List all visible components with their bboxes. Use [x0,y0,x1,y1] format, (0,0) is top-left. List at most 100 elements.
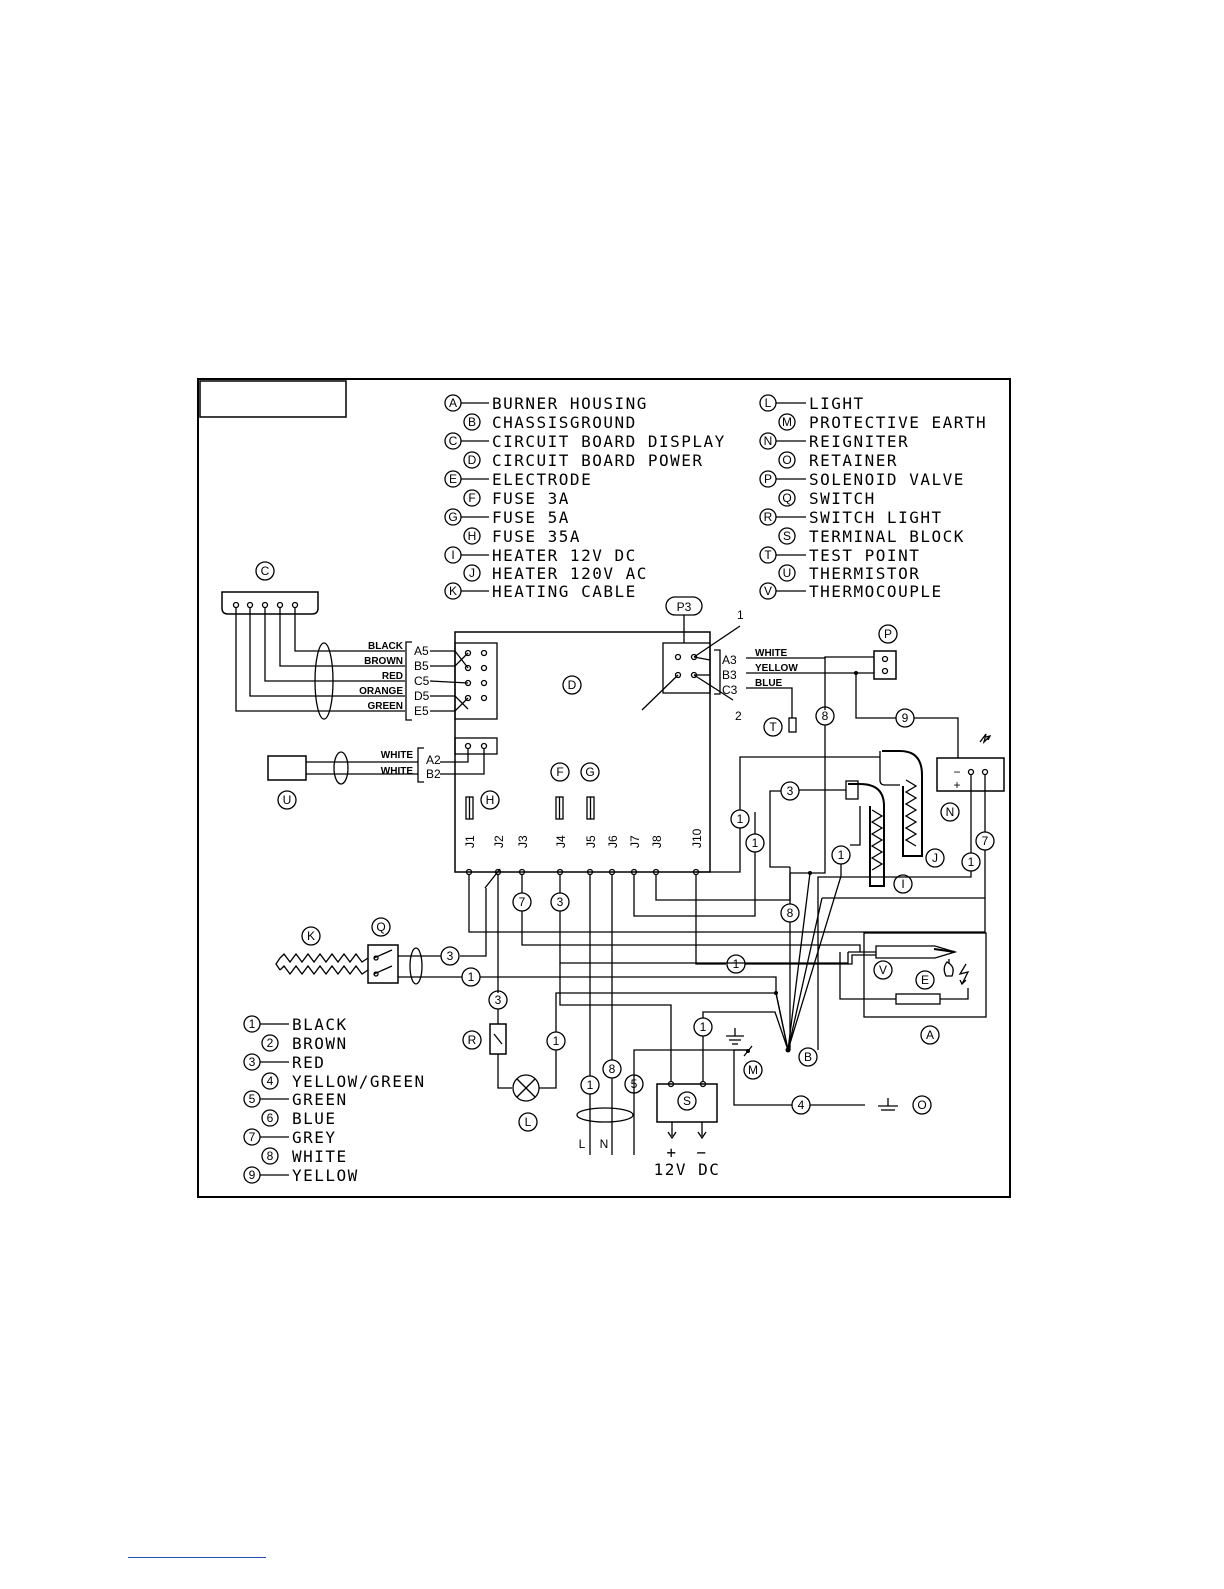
legend-item-i: I HEATER 12V DC [444,546,637,565]
svg-text:J: J [932,851,938,865]
svg-text:4: 4 [267,1074,274,1088]
p3-label: P3 [677,600,692,614]
pin-label: J5 [584,835,598,848]
neutral-label: N [600,1137,609,1151]
svg-text:G: G [448,510,457,524]
svg-text:3: 3 [447,949,454,963]
p3-wires: A3 B3 C3 WHITE YELLOW BLUE [693,648,876,718]
svg-text:V: V [764,584,772,598]
test-point-t: T [763,717,797,737]
wire-color-label: RED [382,671,403,682]
pin-label: D5 [414,689,430,703]
light-l: 1 L [512,992,776,1132]
wire-legend-text: GREEN [292,1090,348,1109]
wire-color-label: BLACK [368,641,404,652]
svg-text:K: K [307,929,315,943]
pin-label: B2 [426,767,441,781]
svg-text:K: K [449,584,457,598]
pin-label: J4 [554,835,568,848]
svg-text:7: 7 [982,834,989,848]
chassis-ground-b: 8 B [775,872,842,1067]
terminal-block-s: 5 S 1 + − 12V DC [559,963,789,1179]
svg-text:P: P [764,472,772,486]
svg-text:1: 1 [249,1017,256,1031]
svg-text:7: 7 [519,895,526,909]
svg-text:2: 2 [267,1036,274,1050]
wire-legend-4: 4 YELLOW/GREEN [261,1072,426,1091]
live-label: L [579,1137,586,1151]
pin-label: J1 [463,835,477,848]
pin-label: C5 [414,674,430,688]
svg-text:B: B [468,415,476,429]
svg-text:L: L [525,1115,532,1129]
legend-text: FUSE 3A [492,489,570,508]
minus-label: − [696,1143,707,1162]
svg-text:1: 1 [700,1020,707,1034]
power-board-d: D [429,625,741,876]
pin-label: J8 [650,835,664,848]
heater-12v-i: I 3 1 [769,780,913,894]
display-board-c: C [221,561,405,720]
legend-text: PROTECTIVE EARTH [809,413,987,432]
legend-text: BURNER HOUSING [492,394,648,413]
legend-text: CIRCUIT BOARD POWER [492,451,704,470]
svg-text:I: I [451,548,454,562]
legend-text: HEATER 12V DC [492,546,637,565]
legend-text: THERMISTOR [809,564,920,583]
wire-legend-text: YELLOW/GREEN [292,1072,426,1091]
svg-text:4: 4 [798,1098,805,1112]
svg-text:F: F [556,765,563,779]
wire-color-label: GREEN [367,701,403,712]
wire-color-label: WHITE [381,750,414,761]
pin-label: E5 [414,704,429,718]
svg-text:9: 9 [249,1168,256,1182]
svg-text:A: A [926,1028,934,1042]
reigniter-minus: − [953,765,960,779]
wire-legend-text: BROWN [292,1034,348,1053]
legend-item-d: D CIRCUIT BOARD POWER [463,451,704,470]
legend-text: LIGHT [809,394,865,413]
diagram-frame [197,378,1011,1198]
legend-text: CHASSISGROUND [492,413,637,432]
wire-color-label: BLUE [755,678,783,689]
svg-text:T: T [764,548,772,562]
svg-text:S: S [683,1094,691,1108]
wire-color-label: BROWN [364,656,403,667]
plus-label: + [666,1143,677,1162]
title-block [199,380,347,418]
legend-text: THERMOCOUPLE [809,582,943,601]
svg-text:1: 1 [838,848,845,862]
svg-text:P: P [884,627,892,641]
svg-text:1: 1 [587,1078,594,1092]
wire-color-label: ORANGE [359,686,403,697]
svg-text:D: D [468,453,477,467]
svg-text:3: 3 [557,895,564,909]
p3-pin-top: 1 [737,608,744,622]
wire-legend-text: WHITE [292,1147,348,1166]
legend-text: TERMINAL BLOCK [809,527,965,546]
svg-text:5: 5 [631,1077,638,1091]
svg-text:8: 8 [609,1062,616,1076]
pin-label: J10 [690,828,704,848]
legend-text: FUSE 5A [492,508,570,527]
heating-cable-k: K [275,926,369,976]
legend-item-g: G FUSE 5A [444,508,570,527]
svg-text:M: M [782,415,792,429]
pin-label: C3 [722,683,738,697]
legend-text: SWITCH [809,489,876,508]
